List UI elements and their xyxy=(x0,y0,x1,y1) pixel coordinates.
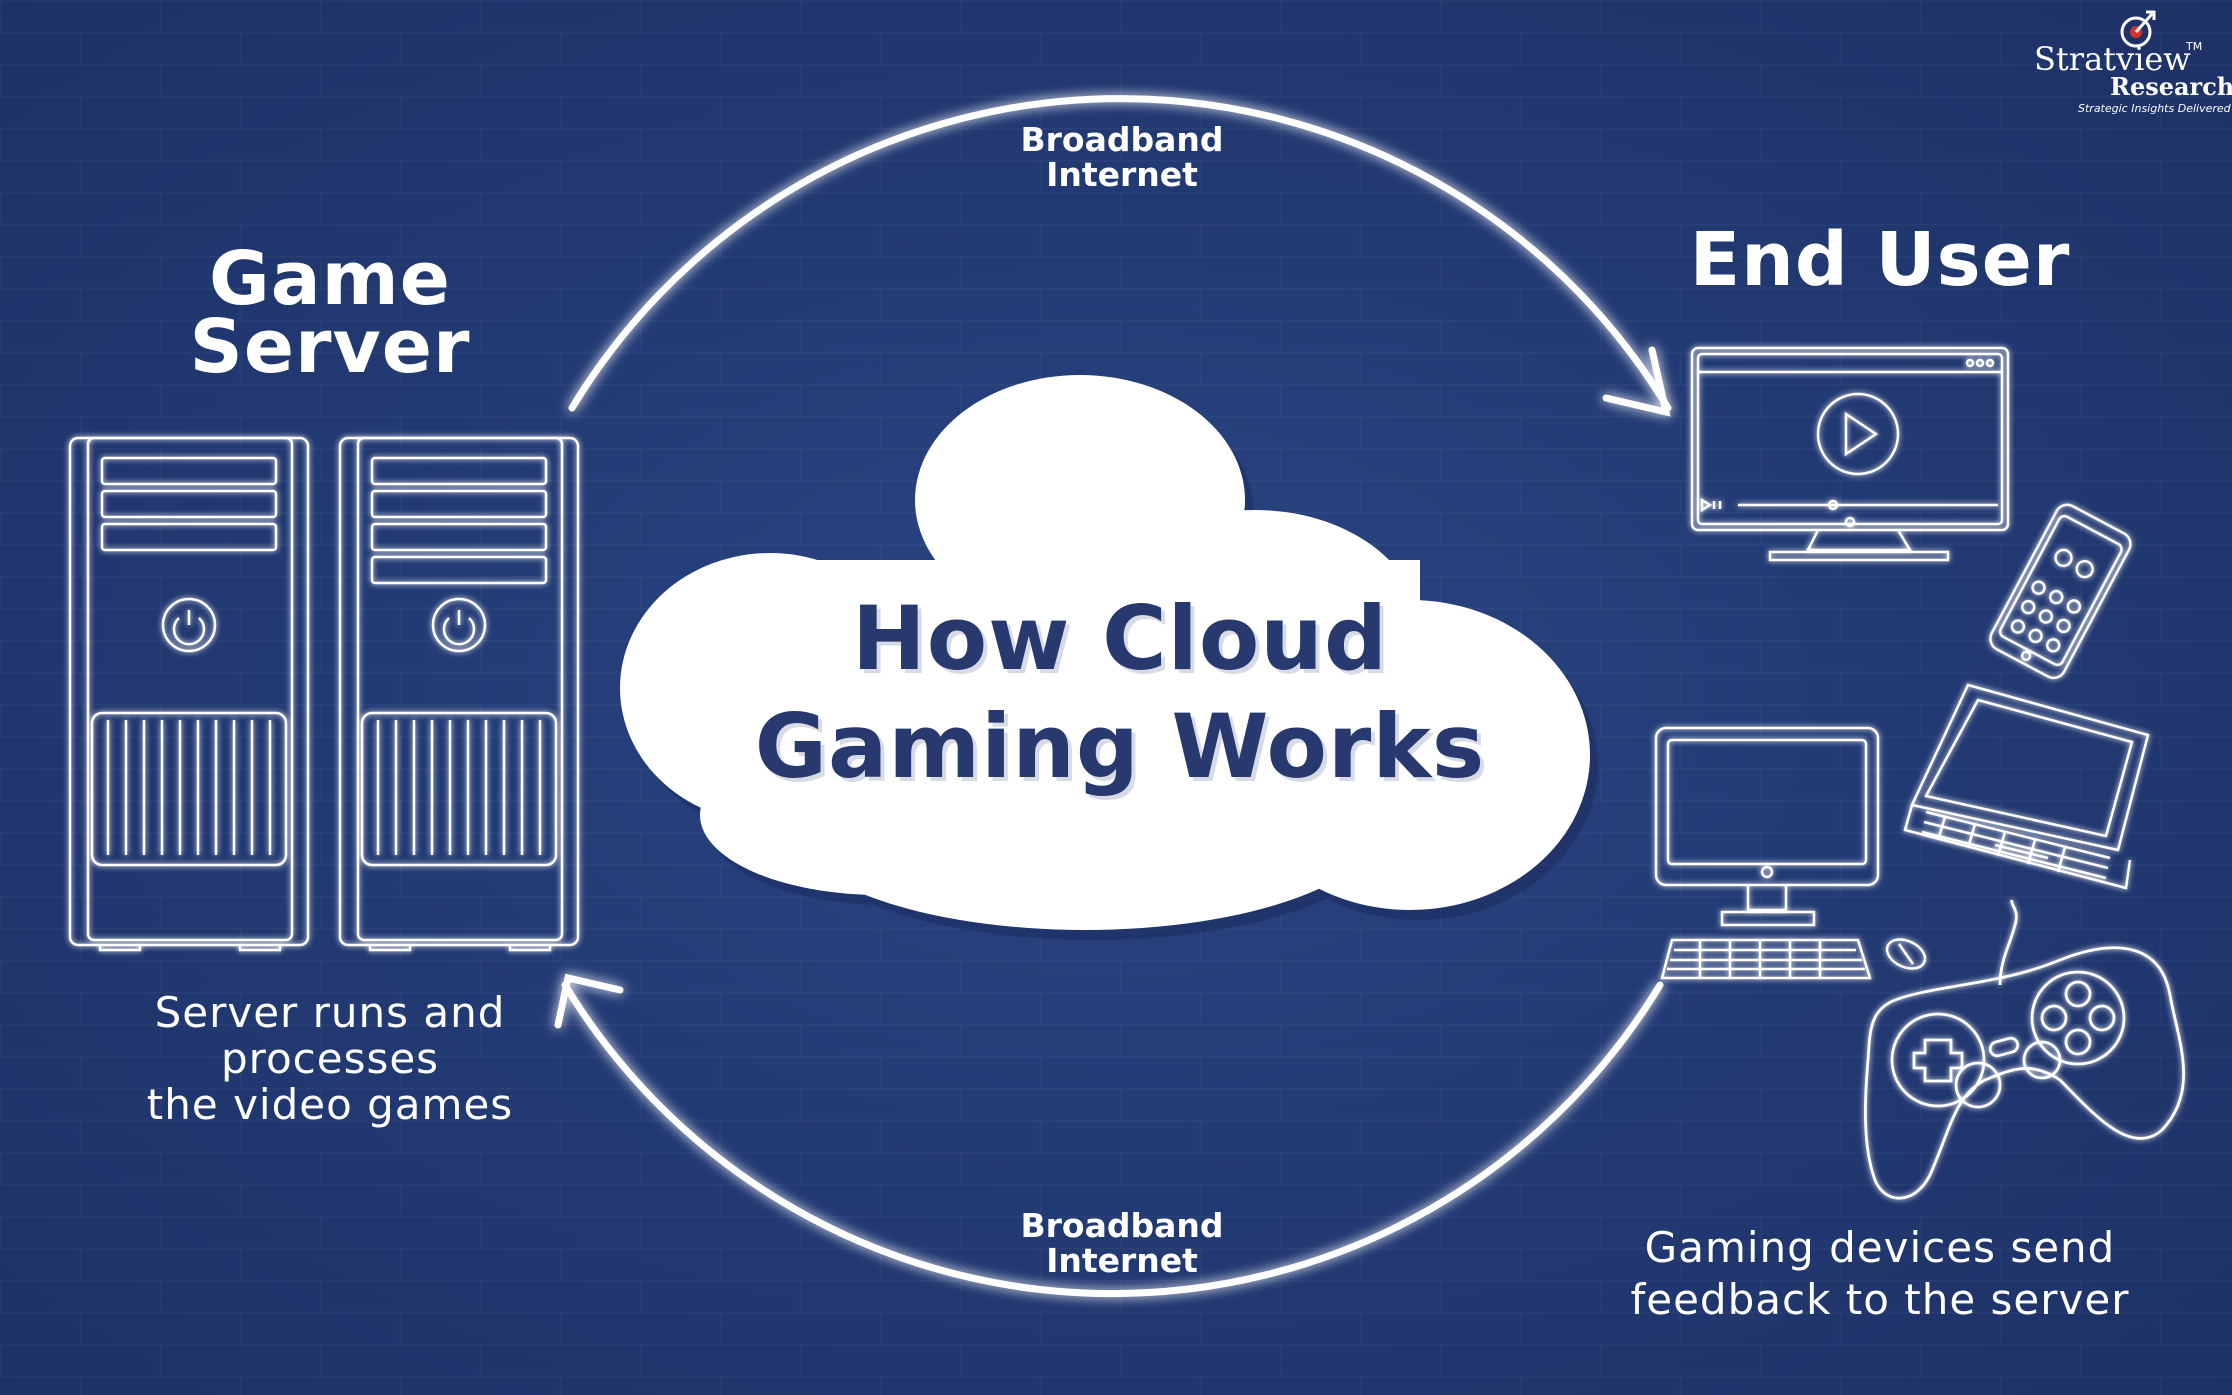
end-user-title: End User xyxy=(1689,217,2071,303)
broadband-label-top-line2: Internet xyxy=(1046,155,1198,194)
brand-tagline: Strategic Insights Delivered xyxy=(2078,102,2231,115)
end-user-caption: Gaming devices send feedback to the serv… xyxy=(1570,1222,2190,1326)
brand-name: Stratview xyxy=(2034,40,2191,78)
broadband-arc-top xyxy=(568,95,1672,417)
gamepad-icon xyxy=(1864,899,2185,1200)
broadband-label-bottom-line2: Internet xyxy=(1046,1241,1198,1280)
brand-logo: Stratview TM Research Strategic Insights… xyxy=(2010,6,2232,116)
broadband-label-top: Broadband Internet xyxy=(972,122,1272,192)
laptop-icon xyxy=(1903,683,2150,890)
diagram-title-line2: Gaming Works xyxy=(754,695,1486,798)
broadband-label-top-line1: Broadband xyxy=(1020,120,1224,159)
end-user-caption-line2: feedback to the server xyxy=(1630,1275,2130,1324)
desktop-computer-icon xyxy=(1654,726,1927,980)
end-user-caption-line1: Gaming devices send xyxy=(1644,1223,2116,1272)
game-server-title-line2: Server xyxy=(189,304,471,390)
broadband-label-bottom-line1: Broadband xyxy=(1020,1206,1224,1245)
game-server-title-line1: Game xyxy=(209,236,451,322)
game-server-caption: Server runs and processes the video game… xyxy=(110,990,550,1128)
monitor-play-icon xyxy=(1690,346,2010,562)
arrow-head-icon xyxy=(554,973,624,1029)
broadband-arc-bottom xyxy=(554,973,1664,1297)
smartphone-icon xyxy=(1989,503,2132,680)
game-server-caption-line1: Server runs and xyxy=(154,988,506,1037)
diagram-title: How Cloud Gaming Works xyxy=(700,585,1540,801)
server-tower-icon xyxy=(68,436,310,952)
cloud-shape xyxy=(620,375,1598,940)
game-server-caption-line2: processes xyxy=(220,1034,440,1083)
game-server-caption-line3: the video games xyxy=(146,1080,514,1129)
diagram-title-line1: How Cloud xyxy=(852,587,1388,690)
brand-sub: Research xyxy=(2110,72,2232,101)
server-tower-icon xyxy=(338,436,580,952)
brand-target-icon xyxy=(2120,10,2156,48)
game-server-title: Game Server xyxy=(130,236,530,390)
brand-trademark: TM xyxy=(2186,40,2203,53)
broadband-label-bottom: Broadband Internet xyxy=(972,1208,1272,1278)
arrow-head-icon xyxy=(1602,346,1671,417)
